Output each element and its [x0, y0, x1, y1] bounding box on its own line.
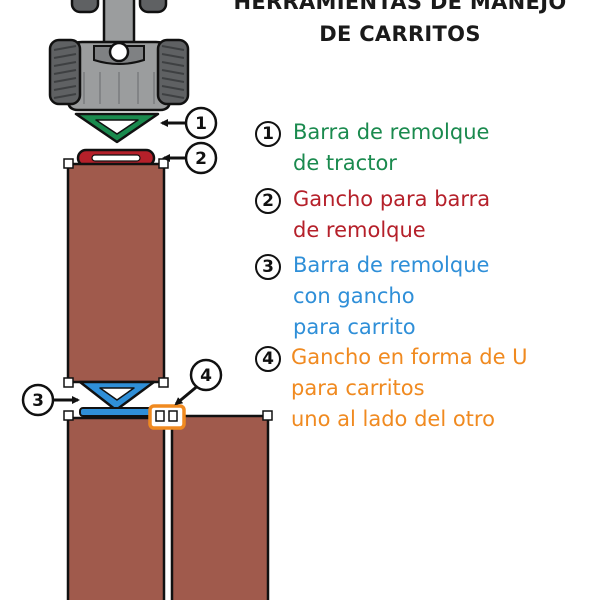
callout-2: 2	[162, 141, 218, 175]
legend-text: Gancho para barra de remolque	[293, 184, 490, 246]
callout-1-label: 1	[195, 114, 207, 134]
tractor-rear-left-tire	[48, 38, 82, 106]
tractor-rear-right-tire	[156, 38, 190, 106]
callout-3-label: 3	[32, 391, 44, 411]
legend-item-u-hook: 4 Gancho en forma de U para carritos uno…	[255, 342, 528, 435]
legend-text: Barra de remolque con gancho para carrit…	[293, 250, 489, 343]
tractor-steering-wheel	[108, 41, 130, 63]
title-line-2: DE CARRITOS	[319, 22, 481, 46]
tractor-front-right-tire	[138, 0, 168, 14]
cart-1	[63, 158, 169, 388]
legend-text: Gancho en forma de U para carritos uno a…	[291, 342, 528, 435]
legend-line: Barra de remolque	[293, 253, 490, 277]
legend-line: con gancho	[293, 284, 415, 308]
tractor-body-detail	[83, 72, 155, 104]
legend-line: de remolque	[293, 218, 426, 242]
legend-number-badge: 1	[255, 121, 281, 147]
legend-line: Gancho para barra	[293, 187, 491, 211]
legend-number-badge: 2	[255, 188, 281, 214]
legend-item-cart-tow-bar: 3 Barra de remolque con gancho para carr…	[255, 250, 489, 343]
legend-item-tractor-tow-bar: 1 Barra de remolque de tractor	[255, 117, 489, 179]
callout-3: 3	[21, 383, 80, 417]
callout-4: 4	[174, 358, 223, 406]
cart-3	[167, 410, 273, 604]
legend-text: Barra de remolque de tractor	[293, 117, 489, 179]
tractor-tow-bar	[74, 112, 160, 144]
tractor-front-left-tire	[70, 0, 100, 14]
tractor	[48, 0, 190, 112]
callout-2-label: 2	[195, 149, 207, 169]
cart-2	[63, 410, 169, 604]
legend-item-tow-bar-hitch: 2 Gancho para barra de remolque	[255, 184, 490, 246]
callout-1: 1	[160, 106, 218, 140]
u-hook	[148, 404, 186, 430]
legend-line: para carrito	[293, 315, 416, 339]
legend-number-badge: 4	[255, 346, 281, 372]
title-line-1: HERRAMIENTAS DE MANEJO	[233, 0, 567, 14]
legend-line: para carritos	[291, 376, 425, 400]
legend-line: Barra de remolque	[293, 120, 490, 144]
callout-4-label: 4	[200, 366, 212, 386]
legend-line: Gancho en forma de U	[291, 345, 528, 369]
legend-line: uno al lado del otro	[291, 407, 495, 431]
legend-number-badge: 3	[255, 254, 281, 280]
cart-tow-bar	[78, 380, 163, 417]
legend-line: de tractor	[293, 151, 397, 175]
